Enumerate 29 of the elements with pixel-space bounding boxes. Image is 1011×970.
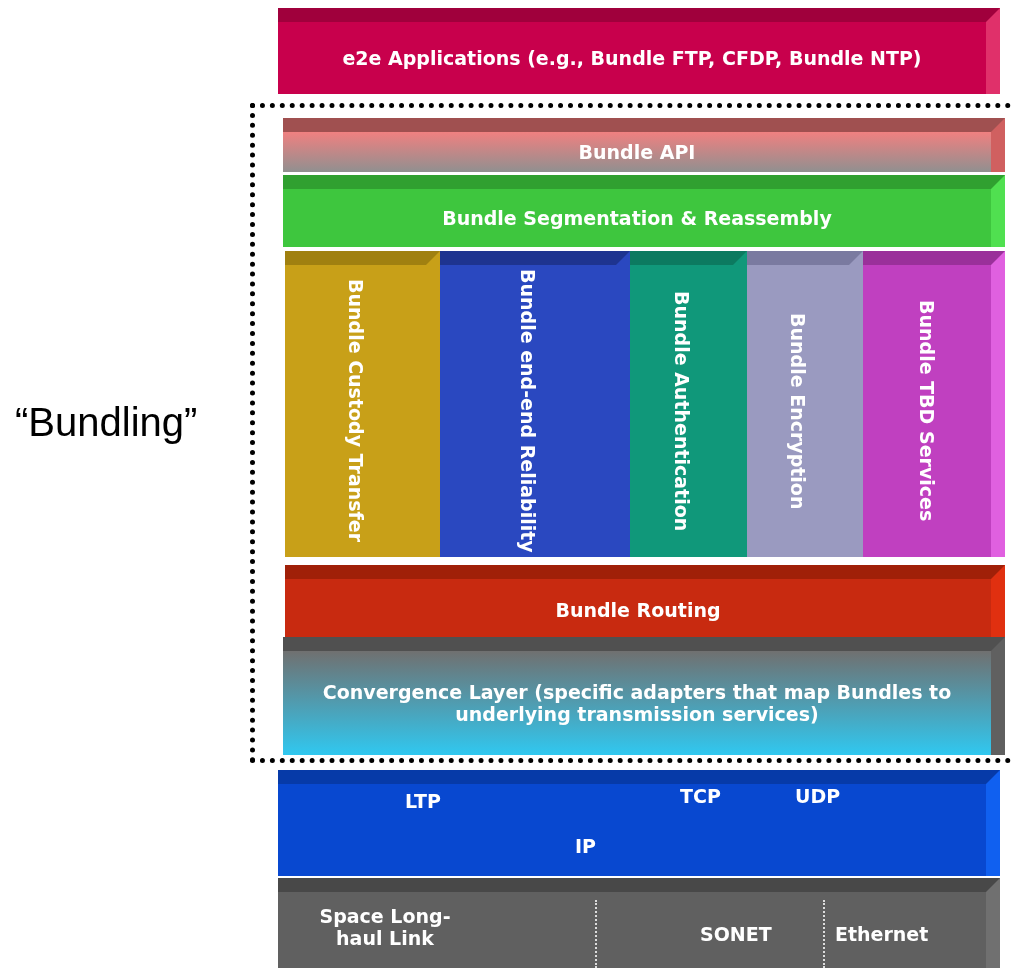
layer-label: TCP bbox=[680, 785, 721, 807]
layer-label: Bundle Segmentation & Reassembly bbox=[442, 207, 832, 229]
service-column bbox=[747, 251, 863, 557]
service-column bbox=[863, 251, 1005, 557]
service-column bbox=[285, 251, 440, 557]
layer-label: Ethernet bbox=[835, 923, 929, 945]
layer-label: LTP bbox=[405, 790, 441, 812]
layer-label: e2e Applications (e.g., Bundle FTP, CFDP, Bundle NTP) bbox=[342, 47, 922, 69]
network-layer bbox=[278, 770, 1000, 876]
convergence-layer bbox=[283, 637, 1005, 755]
layer-label: Bundle API bbox=[578, 141, 696, 163]
layer-label: Bundle Routing bbox=[555, 599, 721, 621]
layer-label: Bundle Encryption bbox=[787, 312, 809, 510]
layer-label: Bundle Authentication bbox=[670, 290, 693, 532]
layer-label: Bundle Custody Transfer bbox=[344, 279, 367, 543]
api-layer bbox=[283, 118, 1005, 172]
layer-label: Convergence Layer (specific adapters that map Bundles to underlying transmission services) bbox=[321, 681, 953, 725]
layer-label: IP bbox=[575, 835, 596, 857]
layer-label: SONET bbox=[700, 923, 772, 945]
service-column bbox=[630, 251, 747, 557]
application-layer bbox=[278, 8, 1000, 94]
layer-label: Space Long-haul Link bbox=[318, 905, 452, 949]
layer-label: Bundle end-end Reliability bbox=[517, 269, 539, 553]
layer-label: UDP bbox=[795, 785, 841, 807]
link-layer bbox=[278, 878, 1000, 968]
service-column bbox=[440, 251, 630, 557]
region-label: “Bundling” bbox=[15, 400, 198, 445]
layer-label: Bundle TBD Services bbox=[916, 300, 938, 522]
segmentation-layer bbox=[283, 175, 1005, 247]
